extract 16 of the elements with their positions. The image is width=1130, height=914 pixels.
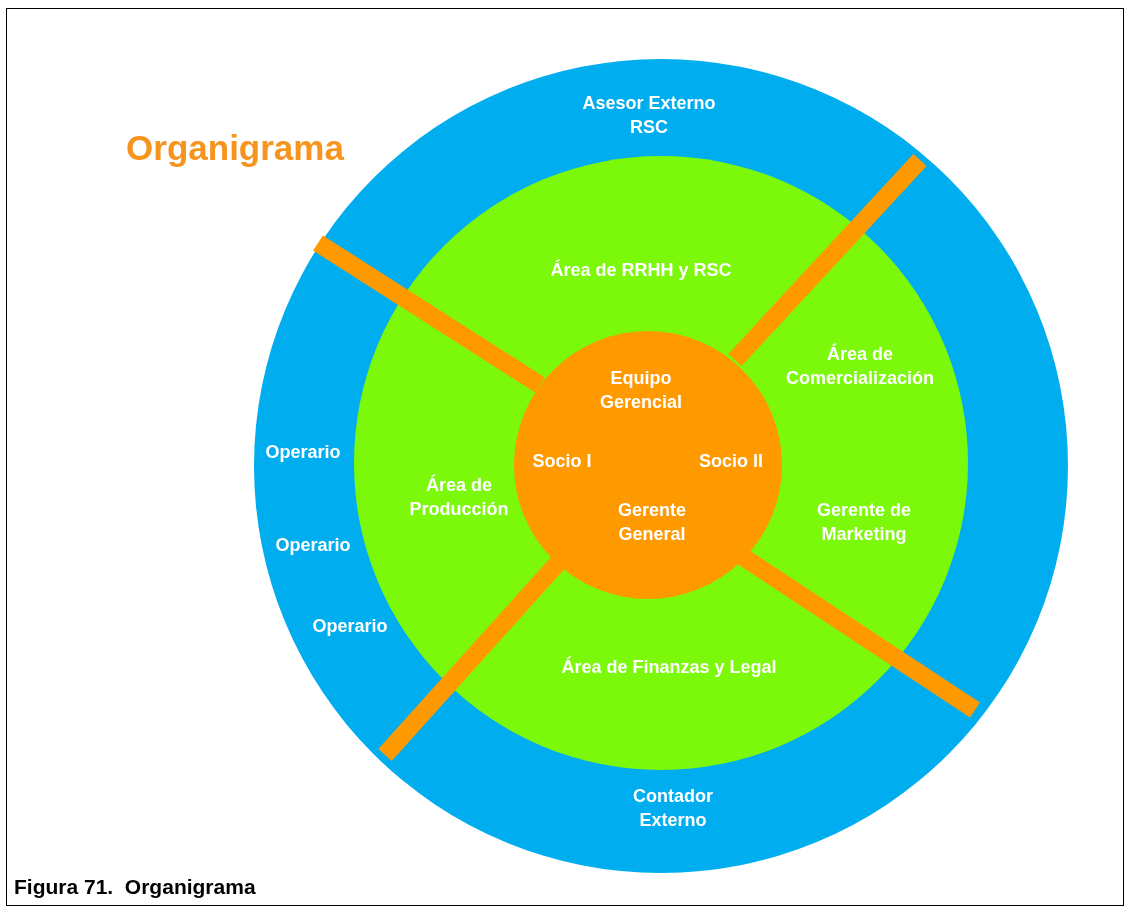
figure-caption: Figura 71. Organigrama [14,875,256,899]
unit-label: Equipo Gerencial [586,366,696,414]
unit-label: Socio I [517,449,607,473]
unit-label: Área de Finanzas y Legal [519,655,819,679]
unit-label: Área de Comercialización [765,342,955,390]
unit-label: Gerente General [597,498,707,546]
diagram-title: Organigrama [125,128,346,168]
unit-label: Área de Producción [394,473,524,521]
unit-label: Socio II [686,449,776,473]
unit-label: Gerente de Marketing [799,498,929,546]
unit-label: Operario [300,614,400,638]
unit-label: Asesor Externo RSC [569,91,729,139]
unit-label: Contador Externo [613,784,733,832]
unit-label: Operario [253,440,353,464]
unit-label: Área de RRHH y RSC [511,258,771,282]
unit-label: Operario [263,533,363,557]
